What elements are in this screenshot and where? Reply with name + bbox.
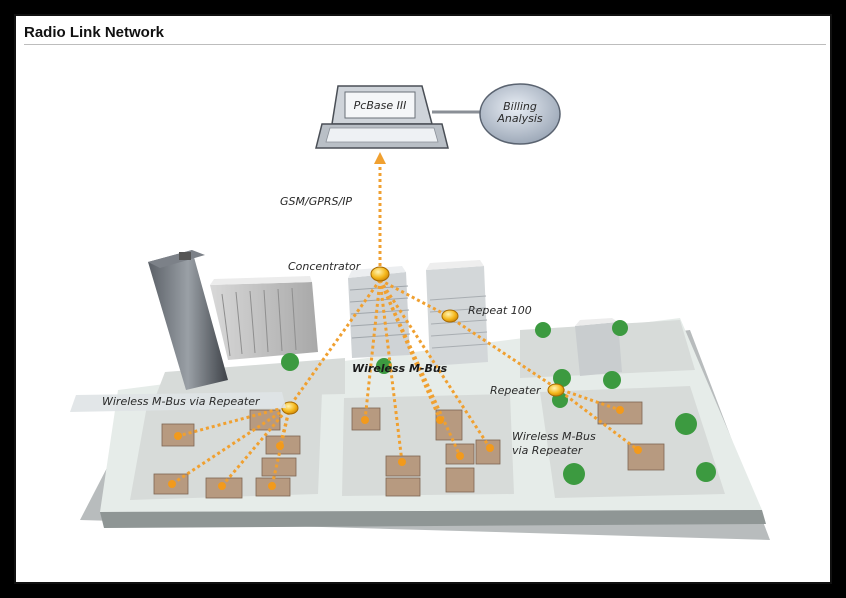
concentrator-label: Concentrator bbox=[288, 260, 362, 273]
repeater-label: Repeater bbox=[490, 384, 542, 397]
meter-node bbox=[174, 432, 182, 440]
left-banner bbox=[70, 392, 286, 412]
wmbus-center-label: Wireless M-Bus bbox=[352, 362, 448, 375]
house bbox=[261, 457, 297, 477]
link bbox=[379, 278, 449, 318]
link bbox=[378, 279, 462, 457]
link bbox=[378, 279, 404, 463]
repeater-node bbox=[547, 383, 565, 397]
gsm-label: GSM/GPRS/IP bbox=[280, 195, 352, 208]
meter-node bbox=[456, 452, 464, 460]
billing-bubble bbox=[479, 83, 561, 145]
house bbox=[445, 467, 475, 493]
tree-icon bbox=[675, 413, 697, 435]
tree-icon bbox=[376, 358, 392, 374]
tree-icon bbox=[603, 371, 621, 389]
laptop-icon bbox=[315, 85, 449, 149]
tower-dark-roof-box bbox=[179, 252, 191, 260]
wmbus-right-label-line1: Wireless M-Bus bbox=[512, 430, 596, 443]
tree-icon bbox=[696, 462, 716, 482]
wmbus-right-label-line2: via Repeater bbox=[512, 444, 584, 457]
meter-node bbox=[361, 416, 369, 424]
meter-node bbox=[268, 482, 276, 490]
ground-edge bbox=[100, 510, 766, 528]
concentrator-node bbox=[370, 266, 390, 282]
meter-dots bbox=[168, 406, 642, 490]
repeat100-building-top bbox=[426, 260, 484, 270]
block-top-left bbox=[155, 358, 345, 398]
meter-node bbox=[634, 446, 642, 454]
tree-icon bbox=[612, 320, 628, 336]
repeat100-label: Repeat 100 bbox=[468, 304, 532, 317]
tree-icon bbox=[535, 322, 551, 338]
tree-icon bbox=[563, 463, 585, 485]
billing-label-line1: Billing bbox=[503, 100, 537, 113]
house bbox=[385, 477, 421, 497]
trees bbox=[281, 320, 716, 485]
wmbus-left-label: Wireless M-Bus via Repeater bbox=[102, 395, 261, 408]
link bbox=[555, 386, 639, 452]
meter-node bbox=[398, 458, 406, 466]
tree-icon bbox=[281, 353, 299, 371]
meter-node bbox=[276, 442, 284, 450]
block-right bbox=[540, 386, 725, 498]
meter-node bbox=[616, 406, 624, 414]
link bbox=[555, 386, 621, 412]
link bbox=[447, 314, 557, 390]
billing-label-line2: Analysis bbox=[496, 112, 543, 125]
house bbox=[435, 409, 463, 441]
tree-icon bbox=[553, 369, 571, 387]
tower-dark bbox=[148, 250, 228, 390]
repeat100-node bbox=[441, 309, 459, 323]
house bbox=[475, 439, 501, 465]
title-divider bbox=[24, 44, 826, 45]
office-right bbox=[575, 322, 622, 376]
office-left-top bbox=[210, 276, 312, 285]
meter-node bbox=[168, 480, 176, 488]
office-left-stripes bbox=[221, 287, 297, 357]
page-title: Radio Link Network bbox=[24, 24, 165, 41]
pcbase-label: PcBase III bbox=[354, 99, 407, 112]
link bbox=[288, 279, 382, 407]
meter-node bbox=[436, 416, 444, 424]
radio-links bbox=[171, 160, 639, 487]
concentrator-building bbox=[348, 272, 410, 358]
uplink-arrowhead bbox=[374, 152, 386, 164]
meter-node bbox=[218, 482, 226, 490]
meter-node bbox=[486, 444, 494, 452]
link bbox=[177, 404, 291, 438]
office-right-top bbox=[575, 318, 618, 326]
house bbox=[385, 455, 421, 477]
